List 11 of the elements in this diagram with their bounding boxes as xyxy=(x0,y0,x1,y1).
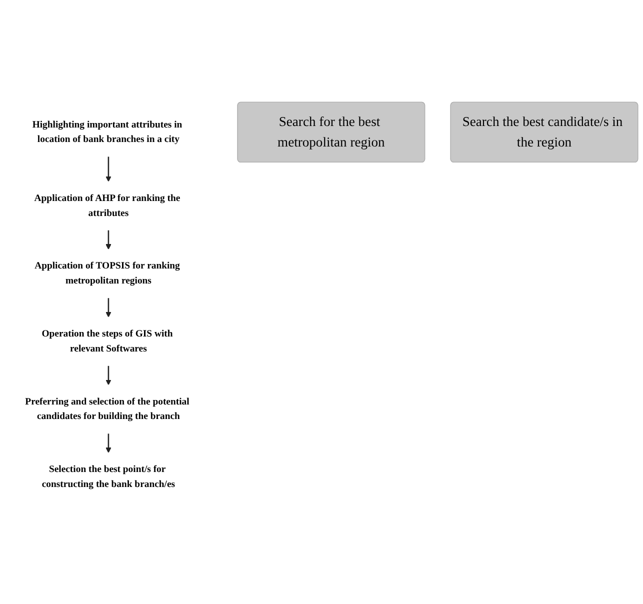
node-text: Highlighting important attributes in location of bank branches in a city xyxy=(32,120,182,145)
arrow xyxy=(106,366,112,386)
arrow xyxy=(106,434,112,454)
arrow xyxy=(106,156,112,182)
arrow xyxy=(106,298,112,318)
node-text: Application of AHP for ranking the attributes xyxy=(34,194,180,218)
node-text: Selection the best point/s for constructing the bank branch/es xyxy=(42,464,176,490)
node-text: Preferring and selection of the potential candidates for building the branch xyxy=(25,396,190,422)
node-text: Application of TOPSIS for ranking metropolitan regions xyxy=(34,261,180,286)
arrow xyxy=(106,230,112,250)
node-text: Operation the steps of GIS with relevant Softwares xyxy=(42,329,173,354)
